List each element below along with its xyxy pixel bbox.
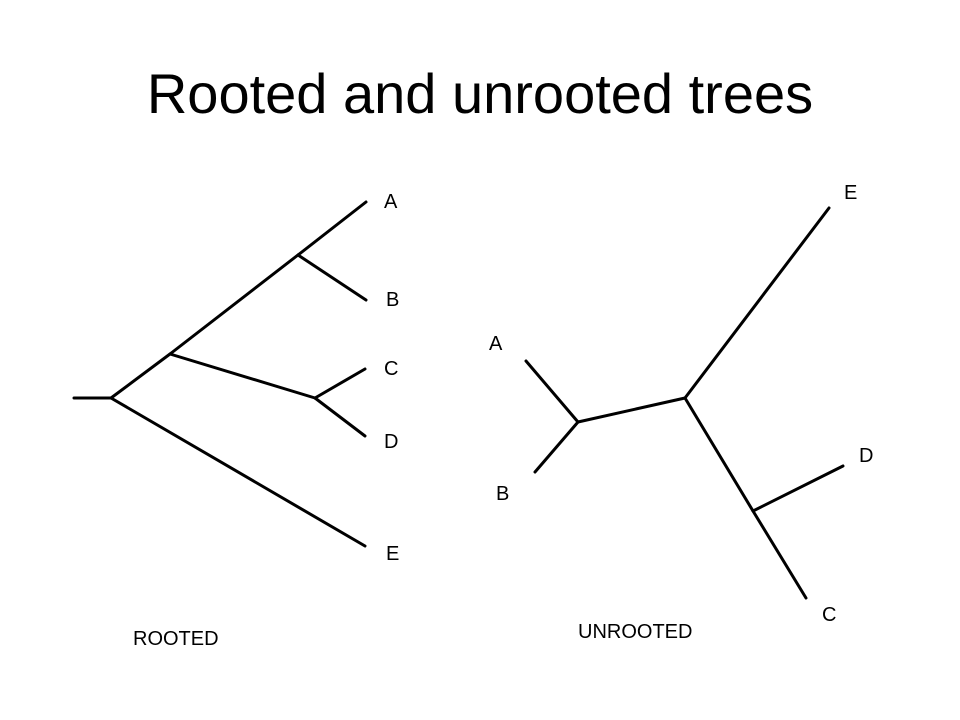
edge-e: [683, 206, 831, 400]
branch-ab-to-a: [296, 200, 368, 257]
rooted-leaf-label-e: E: [386, 543, 399, 565]
rooted-caption: ROOTED: [133, 628, 219, 650]
edge-internal-to-cd: [683, 396, 755, 513]
edge-c: [751, 509, 808, 600]
branch-cd-to-d: [313, 396, 367, 438]
rooted-tree: A B C D E ROOTED: [72, 191, 399, 650]
unrooted-tree: A B E D C UNROOTED: [489, 182, 873, 643]
unrooted-leaf-label-b: B: [496, 483, 509, 505]
unrooted-leaf-label-a: A: [489, 333, 503, 355]
unrooted-leaf-label-e: E: [844, 182, 857, 204]
edge-internal: [576, 396, 687, 424]
unrooted-leaf-label-d: D: [859, 445, 873, 467]
unrooted-caption: UNROOTED: [578, 621, 692, 643]
branch-ab-to-b: [296, 253, 368, 302]
branch-abcd-to-cd: [168, 352, 317, 400]
rooted-leaf-label-d: D: [384, 431, 398, 453]
branch-cd-to-c: [313, 367, 367, 400]
edge-d: [751, 464, 845, 513]
branch-root-to-e: [109, 396, 367, 548]
rooted-leaf-label-b: B: [386, 289, 399, 311]
page-title: Rooted and unrooted trees: [146, 62, 814, 125]
branch-root-to-abcd: [109, 352, 172, 400]
edge-a: [524, 359, 580, 424]
rooted-leaf-label-a: A: [384, 191, 398, 213]
unrooted-leaf-label-c: C: [822, 604, 836, 626]
edge-b: [533, 420, 580, 474]
rooted-leaf-label-c: C: [384, 358, 398, 380]
branch-abcd-to-ab: [168, 253, 300, 356]
